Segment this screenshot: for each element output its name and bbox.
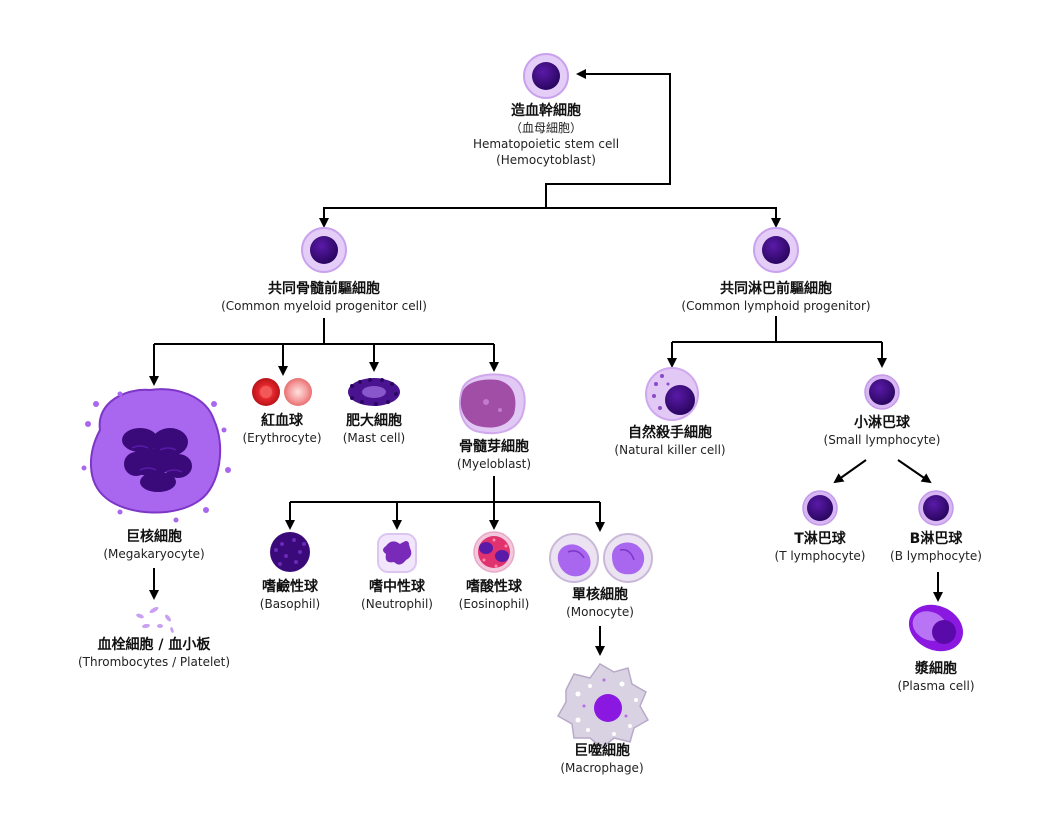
erythrocyte-name-en: (Erythrocyte) [242, 431, 322, 445]
platelet-name-en: (Thrombocytes / Platelet) [77, 655, 231, 669]
macrophage-name-zh: 巨噬細胞 [573, 743, 630, 759]
monocyte-label: 單核細胞 (Monocyte) [566, 586, 634, 620]
small-lymph-name-en: (Small lymphocyte) [823, 433, 941, 447]
b-lymph-name-en: (B lymphocyte) [890, 549, 982, 563]
eosinophil-label: 嗜酸性球 (Eosinophil) [459, 578, 530, 612]
monocyte-name-zh: 單核細胞 [571, 587, 628, 603]
eosinophil-name-zh: 嗜酸性球 [466, 579, 522, 595]
eosinophil-cell-icon [473, 531, 515, 573]
b-lymph-name-zh: B淋巴球 [909, 531, 963, 547]
myeloblast-name-zh: 骨髓芽細胞 [458, 439, 529, 455]
mast-label: 肥大細胞 (Mast cell) [343, 412, 406, 446]
megakaryocyte-name-zh: 巨核細胞 [125, 529, 182, 545]
small-lymph-to-b-arrow [897, 459, 932, 484]
hsc-to-clp-arrow [546, 207, 781, 228]
clp-name-zh: 共同淋巴前驅細胞 [719, 281, 832, 297]
cmp-name-en: (Common myeloid progenitor cell) [221, 299, 427, 313]
t-lymph-name-zh: T淋巴球 [794, 531, 846, 547]
hsc-label: 造血幹細胞 （血母細胞） Hematopoietic stem cell (He… [473, 102, 619, 168]
plasma-label: 漿細胞 (Plasma cell) [897, 660, 974, 694]
small-lymph-name-zh: 小淋巴球 [853, 415, 910, 431]
hsc-alt-name-zh: （血母細胞） [509, 121, 582, 135]
hsc-alt-name-en: (Hemocytoblast) [496, 153, 596, 167]
platelet-label: 血栓細胞 / 血小板 (Thrombocytes / Platelet) [78, 636, 230, 670]
t-lymph-label: T淋巴球 (T lymphocyte) [775, 530, 866, 564]
macrophage-cell-icon [556, 663, 650, 749]
megakaryocyte-label: 巨核細胞 (Megakaryocyte) [103, 528, 204, 562]
cmp-label: 共同骨髓前驅細胞 (Common myeloid progenitor cell… [221, 280, 427, 314]
hsc-name-zh: 造血幹細胞 [511, 103, 581, 119]
erythrocyte-label: 紅血球 (Erythrocyte) [242, 412, 321, 446]
small-lymph-to-t-arrow [833, 459, 867, 484]
basophil-label: 嗜鹼性球 (Basophil) [260, 578, 320, 612]
platelet-name-zh: 血栓細胞 / 血小板 [97, 637, 211, 653]
hsc-name-en: Hematopoietic stem cell [472, 137, 620, 151]
platelet-cell-icon [136, 606, 174, 633]
b-lymph-label: B淋巴球 (B lymphocyte) [890, 530, 982, 564]
macrophage-label: 巨噬細胞 (Macrophage) [560, 742, 643, 776]
megakaryocyte-cell-icon [81, 388, 231, 523]
connector-lines [149, 69, 943, 656]
neutrophil-cell-icon [377, 533, 417, 573]
myeloblast-label: 骨髓芽細胞 (Myeloblast) [457, 438, 531, 472]
hsc-to-cmp-arrow [319, 184, 547, 228]
small-lymph-cell-icon [864, 374, 900, 410]
mast-name-en: (Mast cell) [342, 431, 406, 445]
t-lymph-cell-icon [802, 490, 838, 526]
nk-name-en: (Natural killer cell) [614, 443, 726, 457]
erythrocyte-cell-icon [252, 378, 312, 406]
plasma-cell-icon [908, 604, 964, 652]
mast-cell-icon [348, 378, 400, 406]
hsc-cell-icon [523, 53, 569, 99]
clp-cell-icon [753, 227, 799, 273]
nk-cell-icon [645, 367, 699, 421]
basophil-cell-icon [270, 532, 310, 572]
neutrophil-name-zh: 嗜中性球 [369, 579, 425, 595]
nk-label: 自然殺手細胞 (Natural killer cell) [614, 424, 725, 458]
clp-label: 共同淋巴前驅細胞 (Common lymphoid progenitor) [681, 280, 870, 314]
mast-name-zh: 肥大細胞 [346, 413, 402, 429]
erythrocyte-name-zh: 紅血球 [261, 413, 303, 429]
neutrophil-name-en: (Neutrophil) [361, 597, 433, 611]
clp-name-en: (Common lymphoid progenitor) [681, 299, 871, 313]
plasma-name-en: (Plasma cell) [897, 679, 975, 693]
plasma-name-zh: 漿細胞 [914, 661, 957, 677]
cmp-name-zh: 共同骨髓前驅細胞 [267, 281, 380, 297]
small-lymph-label: 小淋巴球 (Small lymphocyte) [824, 414, 941, 448]
cmp-cell-icon [301, 227, 347, 273]
neutrophil-label: 嗜中性球 (Neutrophil) [361, 578, 433, 612]
myeloblast-cell-icon [459, 373, 526, 435]
nk-name-zh: 自然殺手細胞 [627, 425, 712, 441]
basophil-name-en: (Basophil) [259, 597, 321, 611]
macrophage-name-en: (Macrophage) [560, 761, 644, 775]
monocyte-name-en: (Monocyte) [566, 605, 634, 619]
b-lymph-cell-icon [918, 490, 954, 526]
megakaryocyte-name-en: (Megakaryocyte) [103, 547, 205, 561]
basophil-name-zh: 嗜鹼性球 [262, 579, 318, 595]
t-lymph-name-en: (T lymphocyte) [774, 549, 866, 563]
monocyte-cell-icon [549, 533, 653, 583]
eosinophil-name-en: (Eosinophil) [458, 597, 530, 611]
myeloblast-name-en: (Myeloblast) [456, 457, 532, 471]
